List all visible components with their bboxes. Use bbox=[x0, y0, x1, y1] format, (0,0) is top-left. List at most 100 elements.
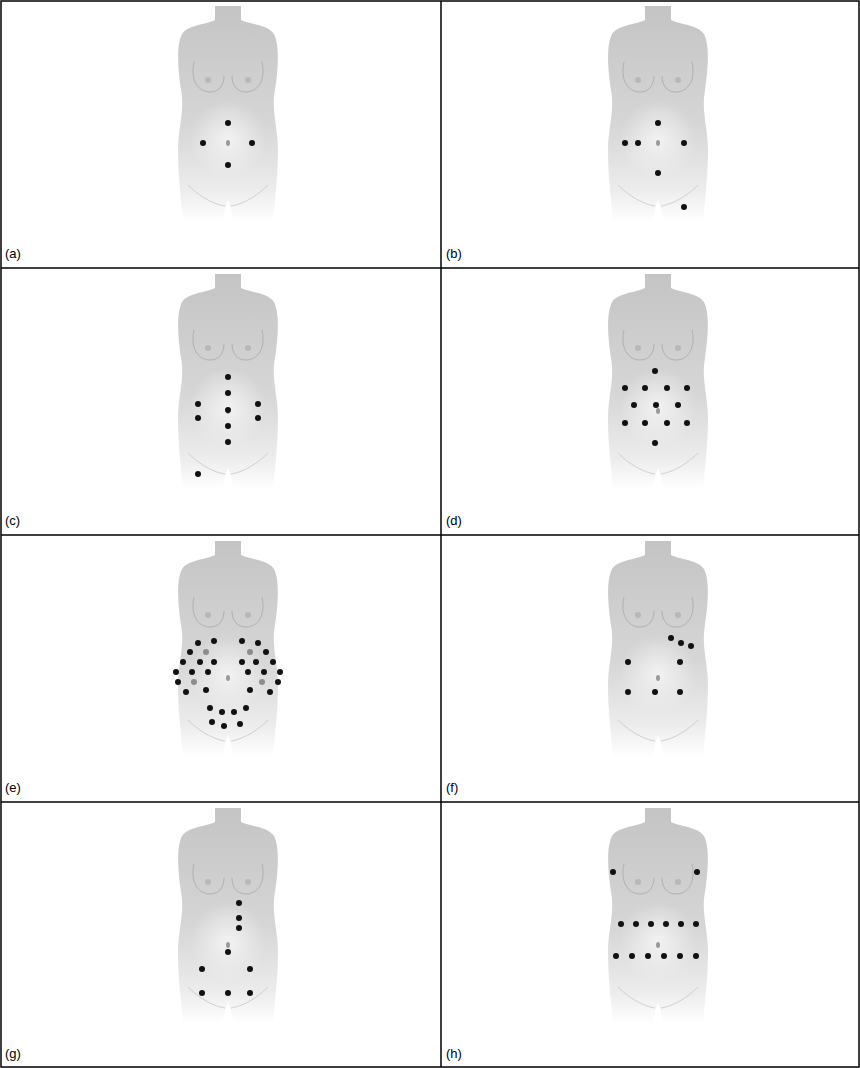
panel-label: (d) bbox=[445, 514, 463, 528]
marker-dot bbox=[259, 679, 265, 685]
marker-dot bbox=[249, 140, 255, 146]
marker-dot bbox=[648, 921, 654, 927]
panel-label: (g) bbox=[4, 1047, 22, 1061]
marker-dot bbox=[225, 423, 231, 429]
torso-illustration bbox=[608, 541, 708, 757]
marker-dot bbox=[195, 401, 201, 407]
marker-dot bbox=[688, 643, 694, 649]
marker-dot bbox=[668, 635, 674, 641]
marker-dot bbox=[684, 420, 690, 426]
row-divider bbox=[1, 267, 859, 269]
marker-dot bbox=[642, 385, 648, 391]
marker-dot bbox=[225, 120, 231, 126]
marker-dot bbox=[629, 953, 635, 959]
marker-dot bbox=[183, 689, 189, 695]
marker-dot bbox=[652, 689, 658, 695]
marker-dot bbox=[267, 689, 273, 695]
marker-dot bbox=[664, 385, 670, 391]
marker-dot bbox=[225, 439, 231, 445]
marker-dot bbox=[622, 385, 628, 391]
marker-dot bbox=[225, 390, 231, 396]
marker-dot bbox=[261, 669, 267, 675]
marker-dot bbox=[693, 953, 699, 959]
marker-dot bbox=[622, 420, 628, 426]
marker-dot bbox=[173, 669, 179, 675]
marker-dot bbox=[655, 170, 661, 176]
marker-dot bbox=[625, 689, 631, 695]
marker-dot bbox=[253, 659, 259, 665]
marker-dot bbox=[681, 204, 687, 210]
panel-label: (c) bbox=[4, 514, 21, 528]
torso-illustration bbox=[178, 541, 278, 757]
marker-dot bbox=[642, 420, 648, 426]
row-divider bbox=[1, 534, 859, 536]
marker-dot bbox=[231, 709, 237, 715]
marker-dot bbox=[677, 689, 683, 695]
marker-dot bbox=[195, 640, 201, 646]
marker-dot bbox=[225, 162, 231, 168]
marker-dot bbox=[243, 705, 249, 711]
marker-dot bbox=[653, 402, 659, 408]
marker-dot bbox=[631, 402, 637, 408]
marker-dot bbox=[247, 990, 253, 996]
marker-dot bbox=[625, 659, 631, 665]
row-divider bbox=[1, 801, 859, 803]
marker-dot bbox=[613, 953, 619, 959]
marker-dot bbox=[247, 687, 253, 693]
marker-dot bbox=[277, 669, 283, 675]
marker-dot bbox=[209, 719, 215, 725]
marker-dot bbox=[618, 921, 624, 927]
marker-dot bbox=[247, 966, 253, 972]
panel-label: (h) bbox=[445, 1047, 463, 1061]
marker-dot bbox=[255, 640, 261, 646]
torso-illustration bbox=[178, 808, 278, 1024]
panel-label: (a) bbox=[4, 247, 22, 261]
marker-dot bbox=[255, 415, 261, 421]
marker-dot bbox=[191, 679, 197, 685]
marker-dot bbox=[200, 140, 206, 146]
marker-dot bbox=[239, 638, 245, 644]
marker-dot bbox=[677, 953, 683, 959]
marker-dot bbox=[175, 679, 181, 685]
marker-dot bbox=[211, 659, 217, 665]
marker-dot bbox=[225, 407, 231, 413]
marker-dot bbox=[211, 638, 217, 644]
marker-dot bbox=[645, 953, 651, 959]
marker-dot bbox=[684, 385, 690, 391]
marker-dot bbox=[205, 669, 211, 675]
torso-illustration bbox=[178, 6, 278, 222]
marker-dot bbox=[236, 925, 242, 931]
marker-dot bbox=[197, 659, 203, 665]
marker-dot bbox=[263, 649, 269, 655]
panel-label: (e) bbox=[4, 781, 22, 795]
marker-dot bbox=[255, 401, 261, 407]
marker-dot bbox=[236, 915, 242, 921]
marker-dot bbox=[664, 420, 670, 426]
marker-dot bbox=[655, 120, 661, 126]
marker-dot bbox=[207, 705, 213, 711]
marker-dot bbox=[239, 659, 245, 665]
marker-dot bbox=[678, 640, 684, 646]
marker-dot bbox=[237, 721, 243, 727]
marker-dot bbox=[610, 869, 616, 875]
marker-dot bbox=[694, 869, 700, 875]
marker-dot bbox=[270, 659, 276, 665]
marker-dot bbox=[180, 659, 186, 665]
marker-dot bbox=[635, 140, 641, 146]
marker-dot bbox=[203, 649, 209, 655]
marker-dot bbox=[225, 949, 231, 955]
marker-dot bbox=[245, 669, 251, 675]
marker-dot bbox=[663, 921, 669, 927]
marker-dot bbox=[652, 440, 658, 446]
column-divider bbox=[440, 1, 442, 1067]
marker-dot bbox=[187, 649, 193, 655]
panel-label: (f) bbox=[445, 781, 459, 795]
marker-dot bbox=[189, 669, 195, 675]
torso-illustration bbox=[608, 6, 708, 222]
marker-dot bbox=[681, 140, 687, 146]
marker-dot bbox=[247, 649, 253, 655]
torso-illustration bbox=[608, 274, 708, 490]
marker-dot bbox=[677, 659, 683, 665]
